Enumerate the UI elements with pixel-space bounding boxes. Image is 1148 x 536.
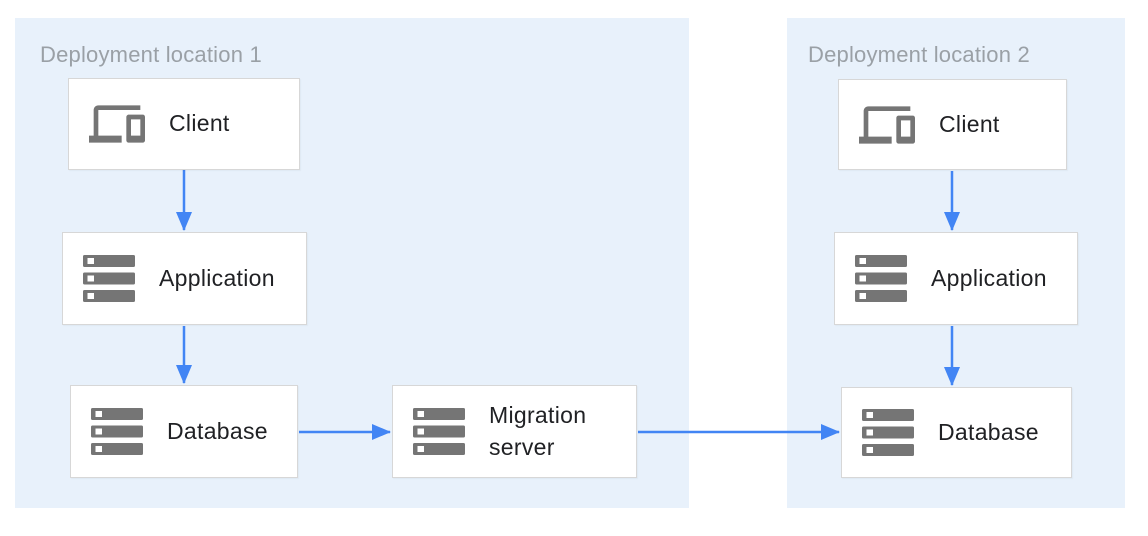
node-label: Database	[167, 417, 268, 444]
node-database-zone2: Database	[841, 387, 1072, 478]
node-label: Client	[939, 110, 1000, 137]
server-stack-icon	[413, 408, 465, 455]
node-application-zone1: Application	[62, 232, 307, 325]
devices-icon	[859, 104, 915, 146]
server-stack-icon	[855, 255, 907, 302]
node-label: Migration server	[489, 402, 587, 460]
node-application-zone2: Application	[834, 232, 1078, 325]
devices-icon	[89, 103, 145, 145]
node-database-zone1: Database	[70, 385, 298, 478]
node-label: Database	[938, 418, 1039, 445]
node-label: Application	[931, 264, 1047, 291]
node-client-zone1: Client	[68, 78, 300, 170]
zone-2-label: Deployment location 2	[808, 42, 1030, 67]
node-migration-server: Migration server	[392, 385, 637, 478]
server-stack-icon	[83, 255, 135, 302]
node-label: Client	[169, 110, 230, 137]
zone-1-label: Deployment location 1	[40, 42, 262, 67]
node-label: Application	[159, 264, 275, 291]
node-client-zone2: Client	[838, 79, 1067, 170]
server-stack-icon	[91, 408, 143, 455]
server-stack-icon	[862, 409, 914, 456]
